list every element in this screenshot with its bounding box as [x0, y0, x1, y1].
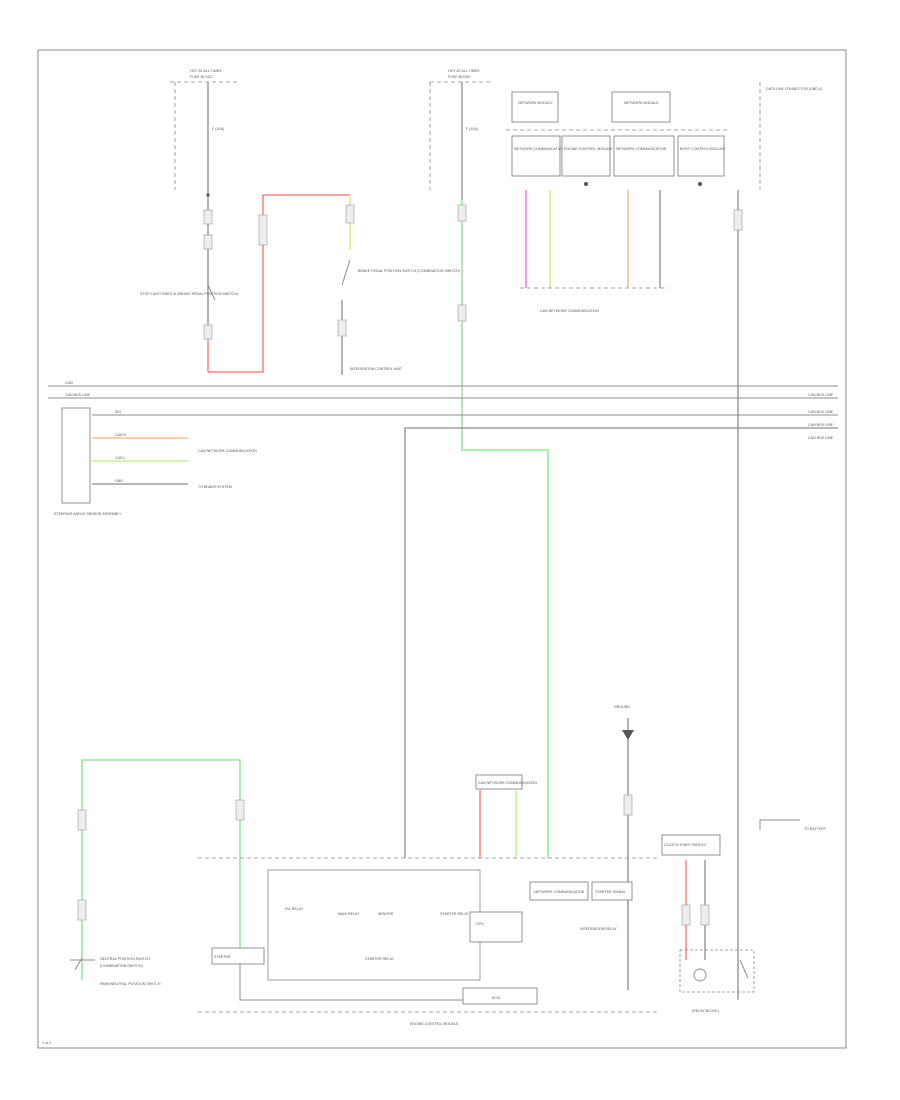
starter-switch-box — [211, 947, 265, 965]
left-side-note: INTEGRATION CONTROL UNIT — [350, 367, 403, 371]
to-battery-label: TO BATTERY — [804, 827, 827, 831]
starter-switch-label: STARTER — [214, 955, 231, 959]
ground-symbol — [622, 730, 634, 740]
connector-bl-1 — [77, 809, 87, 831]
left-conn-4-label: SIG — [115, 410, 121, 414]
connector-ground — [623, 794, 633, 816]
fuse-right-label: F (10A) — [466, 127, 478, 131]
sub-d-label: CPU — [476, 922, 484, 926]
stop-switch-contact — [207, 284, 216, 301]
starter-relay-center-label: STARTER RELAY — [365, 957, 395, 961]
bus-row-1-label: CAN BUS LINE — [808, 410, 834, 414]
neutral-switch-contact — [74, 957, 83, 971]
clutch-start-label: CLUTCH START SWITCH — [664, 843, 707, 847]
cpu-box — [469, 911, 523, 943]
connector-green-1 — [457, 204, 467, 222]
connector-rb-1 — [681, 904, 691, 926]
left-conn-target-2-label: TO BRAKE SYSTEM — [198, 485, 232, 489]
neutral-switch-2-label: (COMBINATION SWITCH) — [100, 964, 143, 968]
connector-bl-2 — [77, 899, 87, 921]
sub-f-box — [529, 881, 589, 901]
connector-brake-1 — [345, 204, 355, 224]
fuse-left-label: F (10A) — [212, 127, 224, 131]
left-module — [61, 407, 91, 504]
connector-rb-2 — [700, 904, 710, 926]
can-network-caption: CAN NETWORK COMMUNICATION — [540, 309, 599, 313]
network-box-2 — [611, 91, 671, 123]
connector-left-3 — [203, 324, 213, 340]
relay-frame — [679, 949, 755, 993]
brake-switch-contact — [341, 259, 351, 286]
network-comm-center-label: CAN NETWORK COMMUNICATION — [478, 781, 537, 785]
clutch-start-box — [661, 834, 721, 856]
wire-green-bottom-left — [81, 759, 241, 980]
ground-label: GROUND — [614, 705, 630, 709]
module-1 — [511, 135, 561, 177]
fuse-block-left-label: FUSE BLOCK — [190, 75, 213, 79]
bus-mid-left-label: CAN BUS LINE — [65, 393, 91, 397]
connector-red — [258, 214, 268, 246]
module-4-label: BODY CONTROL MODULE — [680, 147, 726, 151]
neutral-switch-label: NEUTRAL POSITION SWITCH — [100, 957, 150, 961]
left-conn-3-label: GND — [115, 479, 123, 483]
relay-caption: (RELAY BLOCK) — [692, 1009, 719, 1013]
relay-contact — [739, 959, 749, 979]
diagram-frame — [37, 49, 847, 1049]
module-2-label: ENGINE CONTROL MODULE — [564, 147, 613, 151]
left-conn-1-label: CAN H — [115, 433, 127, 437]
park-neutral-label: PARK/NEUTRAL POSITION SWITCH — [100, 982, 161, 986]
brake-pedal-switch-label: BRAKE PEDAL POSITION SWITCH (COMBINATION… — [358, 269, 460, 273]
module-4 — [677, 135, 725, 177]
splice-left-1 — [206, 193, 210, 197]
module-4-terminal — [698, 182, 702, 186]
bus-row-2 — [404, 427, 838, 858]
sub-a-label: IG1 RELAY — [285, 907, 304, 911]
ecm-box-label: ECM — [492, 996, 500, 1000]
connector-brake-2 — [337, 319, 347, 337]
sub-f-label: NETWORK COMMUNICATION — [534, 890, 585, 894]
ecm-box — [462, 987, 538, 1005]
sub-g-box — [591, 881, 633, 901]
bus-top-label: CAN — [65, 381, 73, 385]
wire-red-loop — [220, 194, 350, 373]
sub-g-label: STARTER SIGNAL — [595, 890, 626, 894]
network-comm-center-box — [475, 774, 523, 790]
left-conn-2-label: CAN L — [115, 456, 126, 460]
module-2-terminal — [584, 182, 588, 186]
sub-e-label: STARTER RELAY — [440, 912, 470, 916]
module-1-label: NETWORK COMMUNICATION — [514, 147, 565, 151]
connector-left-2 — [203, 234, 213, 250]
bus-mid-right-label: CAN BUS LINE — [808, 393, 834, 397]
sub-c-label: SENSOR — [378, 912, 394, 916]
integration-relay-label: INTEGRATION RELAY — [580, 927, 617, 931]
bus-row-3-label: CAN BUS LINE — [808, 436, 834, 440]
module-3 — [613, 135, 675, 177]
network-box-2-label: NETWORK MODULE — [624, 101, 659, 105]
ecm-inner-frame — [267, 869, 481, 981]
network-box-1 — [511, 91, 559, 123]
wire-ecm-left — [239, 958, 463, 1001]
connector-right-1 — [733, 209, 743, 231]
connector-bl-3 — [235, 799, 245, 821]
hot-at-all-times-left-label: HOT AT ALL TIMES — [190, 69, 222, 73]
left-module-label: STEERING ANGLE SENSOR ASSEMBLY — [54, 512, 122, 516]
sub-b-label: MAIN RELAY — [338, 912, 360, 916]
bus-row-2-label: CAN BUS LINE — [808, 423, 834, 427]
stop-light-switch-label: STOP LIGHT SWITCH (BRAKE PEDAL POSITION … — [140, 292, 238, 296]
connector-green-2 — [457, 304, 467, 322]
engine-control-caption: ENGINE CONTROL MODULE — [410, 1022, 459, 1026]
wire-green-main — [461, 200, 549, 858]
wire-to-battery — [759, 819, 800, 830]
fuse-block-right-label: FUSE BLOCK — [448, 75, 471, 79]
network-box-1-label: NETWORK MODULE — [518, 101, 553, 105]
data-link-top-right-label: DATA LINK CONNECTOR (OBD-II) — [766, 87, 822, 91]
left-conn-target-label: CAN NETWORK COMMUNICATION — [198, 449, 257, 453]
hot-at-all-times-right-label: HOT AT ALL TIMES — [448, 69, 480, 73]
page-id: 1 of 2 — [42, 1041, 51, 1045]
module-2 — [561, 135, 611, 177]
relay-coil — [693, 968, 707, 982]
connector-left-1 — [203, 209, 213, 225]
module-3-label: NETWORK COMMUNICATION — [616, 147, 667, 151]
